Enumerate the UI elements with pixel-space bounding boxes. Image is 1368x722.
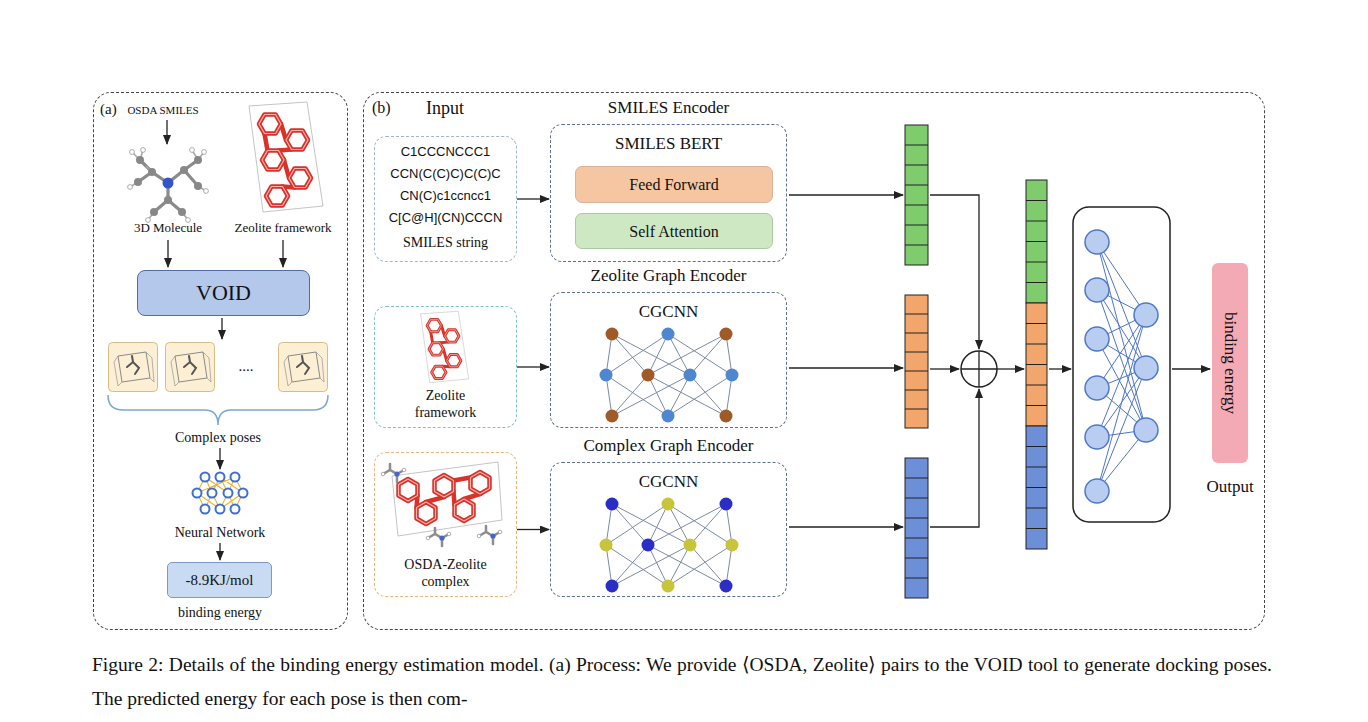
graph-icon — [600, 498, 739, 593]
input-box: Zeolite framework — [374, 306, 517, 428]
result-box: -8.9KJ/mol — [167, 562, 272, 598]
embedding-vector — [905, 125, 928, 598]
node-text: VOID — [196, 280, 251, 306]
text-label: Output — [1206, 477, 1253, 497]
osda-figure — [477, 526, 502, 544]
concat-op — [961, 351, 997, 387]
pose-figure — [279, 343, 328, 392]
panel-frame: (a)VOID-8.9KJ/mol — [93, 92, 348, 630]
label-anchor: 3D Molecule — [134, 220, 202, 236]
embedding-arrows — [789, 195, 1210, 527]
node-text: SMILES string — [375, 233, 516, 253]
label-anchor: Complex poses — [175, 429, 261, 446]
node-text: Complex Graph Encoder — [551, 436, 786, 456]
node-text: SMILES BERT — [551, 134, 786, 154]
node-text: Feed Forward — [629, 175, 718, 194]
osda-figure — [426, 528, 451, 546]
osda-molecule — [128, 148, 209, 223]
node-text: Zeolite Graph Encoder — [551, 266, 786, 286]
encoder-box: SMILES EncoderSMILES BERTFeed ForwardSel… — [550, 124, 787, 262]
encoder-box: Zeolite Graph EncoderCGCNN — [550, 292, 787, 428]
label-anchor: Zeolite framework — [234, 220, 331, 236]
node-text: (b) — [372, 98, 1256, 117]
zeolite-figure — [421, 311, 469, 383]
concat-vector — [1026, 180, 1047, 549]
text-label: OSDA SMILES — [127, 103, 198, 117]
encoder-box: Complex Graph EncoderCGCNN — [550, 462, 787, 597]
node-text: Zeolite framework — [400, 387, 492, 421]
text-label: .... — [239, 358, 254, 374]
text-label: Complex poses — [175, 429, 261, 446]
label-anchor: .... — [239, 358, 254, 374]
input-box: OSDA-Zeolite complex — [374, 452, 517, 597]
node-text: binding energy — [1220, 312, 1240, 414]
text-label: Zeolite framework — [234, 220, 331, 236]
layer-box: Feed Forward — [575, 166, 773, 203]
text-label: 3D Molecule — [134, 220, 202, 236]
mlp-icon — [1073, 207, 1170, 522]
flow-arrow — [517, 529, 549, 530]
node-text: CGCNN — [551, 302, 786, 322]
brace — [108, 395, 328, 425]
panel-frame: (b) C1CCCNCCC1CCN(C(C)C)C(C)CCN(C)c1ccncc… — [363, 92, 1265, 630]
node-text: CCN(C(C)C)C(C)C — [375, 163, 516, 185]
node-text: CGCNN — [551, 472, 786, 492]
label-anchor: Neural Network — [175, 524, 266, 541]
flow-arrow — [517, 366, 549, 367]
text-label: Neural Network — [175, 524, 266, 541]
zeolite-figure — [249, 102, 323, 212]
osda-figure — [381, 464, 406, 482]
pose-figure — [166, 343, 215, 392]
nn-icon — [193, 473, 248, 514]
node-text: OSDA-Zeolite complex — [400, 556, 492, 590]
flow-arrow — [517, 198, 549, 199]
flow-arrows — [167, 120, 283, 560]
process-box: VOID — [137, 270, 310, 316]
node-text: CN(C)c1ccncc1 — [375, 185, 516, 207]
label-anchor: binding energy — [178, 604, 262, 621]
figure-caption: Figure 2: Details of the binding energy … — [92, 648, 1272, 716]
node-text: Self Attention — [629, 222, 718, 241]
node-text: C[C@H](CN)CCCN — [375, 207, 516, 229]
label-anchor: Output — [1206, 477, 1253, 497]
node-text: C1CCCNCCC1 — [375, 141, 516, 163]
output-box: binding energy — [1212, 263, 1248, 463]
pose-figure — [109, 343, 158, 392]
text-label: binding energy — [178, 604, 262, 621]
node-text: -8.9KJ/mol — [186, 571, 254, 589]
input-box: C1CCCNCCC1CCN(C(C)C)C(C)CCN(C)c1ccncc1C[… — [374, 136, 517, 262]
text-label: Input — [426, 98, 464, 119]
label-anchor: OSDA SMILES — [127, 103, 198, 117]
node-text: SMILES Encoder — [551, 98, 786, 118]
layer-box: Self Attention — [575, 213, 773, 249]
label-anchor: Input — [426, 98, 464, 119]
graph-icon — [600, 328, 739, 423]
caption-block: Figure 2: Details of the binding energy … — [92, 648, 1272, 716]
